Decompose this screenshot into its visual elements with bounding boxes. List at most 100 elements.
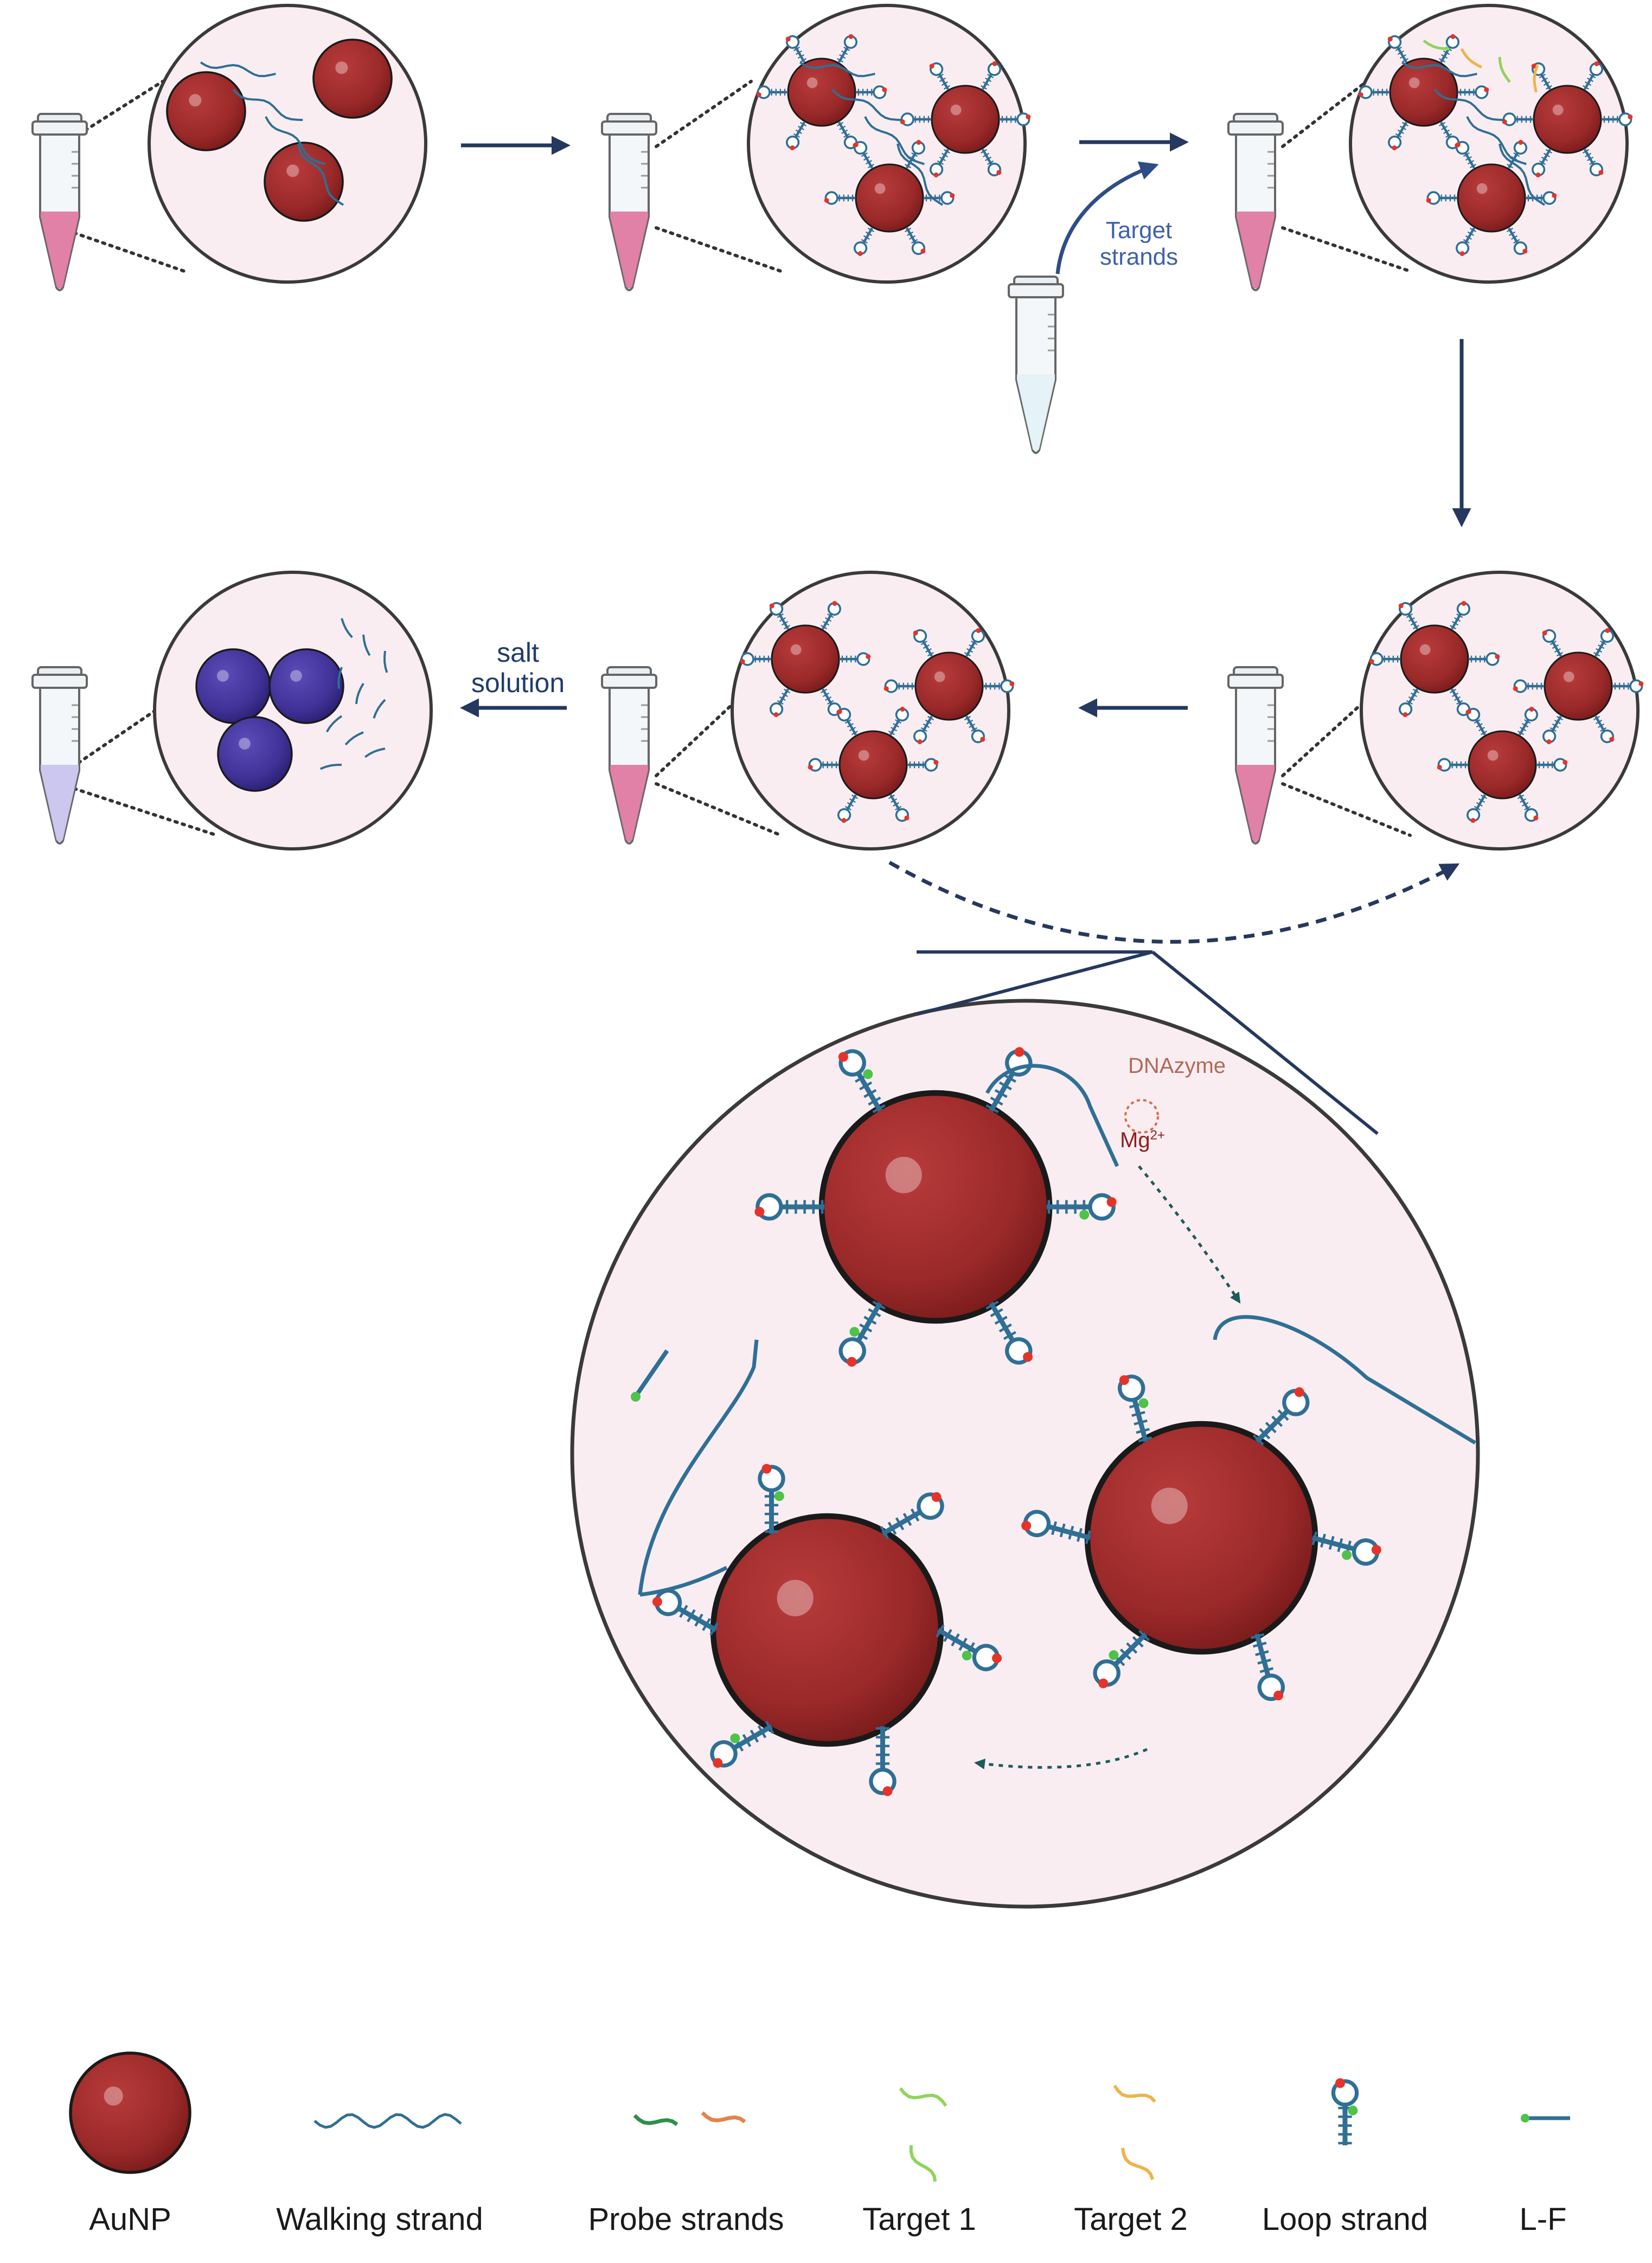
loop-strand [838, 1049, 886, 1114]
loop-strand [769, 602, 791, 630]
aunp-particle [818, 1090, 1053, 1324]
loop-strand [754, 1193, 824, 1221]
loop-strand [1252, 1387, 1310, 1446]
loop-strand [1047, 1193, 1117, 1221]
lf-fragment [325, 715, 343, 733]
loop-strand [1387, 122, 1409, 151]
loop-strand [980, 149, 1002, 177]
zoom-lines [58, 80, 1412, 837]
microtube [31, 666, 88, 845]
aunp-particle [1544, 651, 1613, 721]
flow-arrows [460, 132, 1471, 718]
loop-strand [869, 1726, 897, 1797]
loop-strand [1613, 679, 1644, 693]
loop-strand [929, 62, 951, 90]
loop-strand [908, 758, 939, 772]
loop-strand [740, 652, 771, 666]
loop-strand [1000, 112, 1031, 126]
loop-strand [883, 679, 914, 693]
loop-strand [1398, 602, 1420, 630]
loop-strand [1602, 112, 1633, 126]
lf-fragment [364, 747, 386, 758]
cycle-dashed-arrow [888, 860, 1460, 944]
loop-strand [913, 715, 934, 745]
aggregated-particle [217, 716, 293, 792]
lf-fluorophore [1521, 2114, 1529, 2123]
loop-strand [710, 1721, 774, 1768]
loop-strand [1387, 35, 1409, 63]
circle-panel [1349, 4, 1633, 284]
panels [148, 4, 1644, 851]
loop-strand [936, 1624, 1002, 1672]
loop-strand [853, 227, 875, 257]
loop-strand [980, 61, 1002, 90]
loop-strand [1358, 85, 1389, 99]
loop-strand [856, 85, 887, 99]
loop-strand [785, 35, 807, 63]
microtube [601, 113, 657, 291]
circle-panel [731, 571, 1015, 851]
loop-strand [769, 688, 791, 718]
aggregated-particle [268, 648, 344, 724]
loop-strand [652, 1588, 719, 1636]
loop-strand [837, 707, 859, 736]
loop-strand [904, 227, 926, 255]
loop-strand [1369, 652, 1400, 666]
aunp-particle [1400, 624, 1469, 694]
microtube [1227, 113, 1284, 291]
loop-strand [756, 85, 787, 99]
walking-strand [639, 1565, 728, 1597]
aunp-particle [1533, 85, 1602, 154]
loop-strand [824, 191, 855, 205]
walking-strand [897, 143, 944, 206]
loop-strand [1118, 1375, 1152, 1443]
aunp-particle [1389, 57, 1458, 127]
walking-strand-icon [313, 2113, 462, 2129]
loop-strand [1517, 706, 1539, 736]
aunp-particle [69, 2051, 191, 2174]
aunp-particle [914, 651, 984, 721]
loop-strand [1437, 758, 1468, 772]
zoom-line-left [916, 950, 1153, 1016]
microtube [1008, 276, 1064, 454]
loop-strand [838, 1300, 886, 1367]
target-strand [1498, 56, 1511, 83]
microtube [601, 666, 657, 845]
walking-strand [200, 61, 276, 78]
loop-strand [758, 1463, 785, 1534]
target2-icon [1113, 2085, 1156, 2103]
loop-strand [1542, 715, 1564, 745]
lf-strand [635, 1349, 669, 1396]
legend-label-loop-strand: Loop strand [1262, 2202, 1429, 2237]
walking-strand [799, 61, 875, 78]
loop-strand [1455, 227, 1477, 257]
loop-strand [880, 1492, 944, 1539]
loop-strand [929, 149, 951, 178]
lf-fragment [319, 764, 342, 770]
probe-strands-icon [633, 2114, 678, 2126]
walking-strand [297, 143, 344, 206]
aggregated-particle [195, 648, 271, 724]
aunp-particle [166, 71, 246, 151]
loop-strand [913, 629, 934, 657]
target-strand [1423, 39, 1450, 51]
loop-strand [1506, 227, 1528, 255]
aunp-particle [787, 57, 856, 127]
loop-strand [1582, 149, 1604, 177]
lf-fragment [373, 699, 386, 719]
loop-strand [785, 122, 807, 151]
loop-strand [1093, 1629, 1150, 1689]
loop-strand [985, 1300, 1033, 1365]
loop-strand [1426, 191, 1457, 205]
lf-fragment [355, 683, 364, 705]
loop-strand [904, 139, 926, 169]
magnified-contents [631, 1047, 1476, 1797]
legend-label-probe-strands: Probe strands [588, 2202, 784, 2237]
circle-panel [153, 571, 433, 851]
circle-panel [747, 4, 1031, 284]
legend-label-walking-strand: Walking strand [276, 2202, 483, 2237]
lf-fragment [344, 731, 364, 746]
loop-strand [1398, 688, 1420, 718]
walking-strand [864, 116, 925, 165]
walk-arrow [1138, 1165, 1241, 1304]
